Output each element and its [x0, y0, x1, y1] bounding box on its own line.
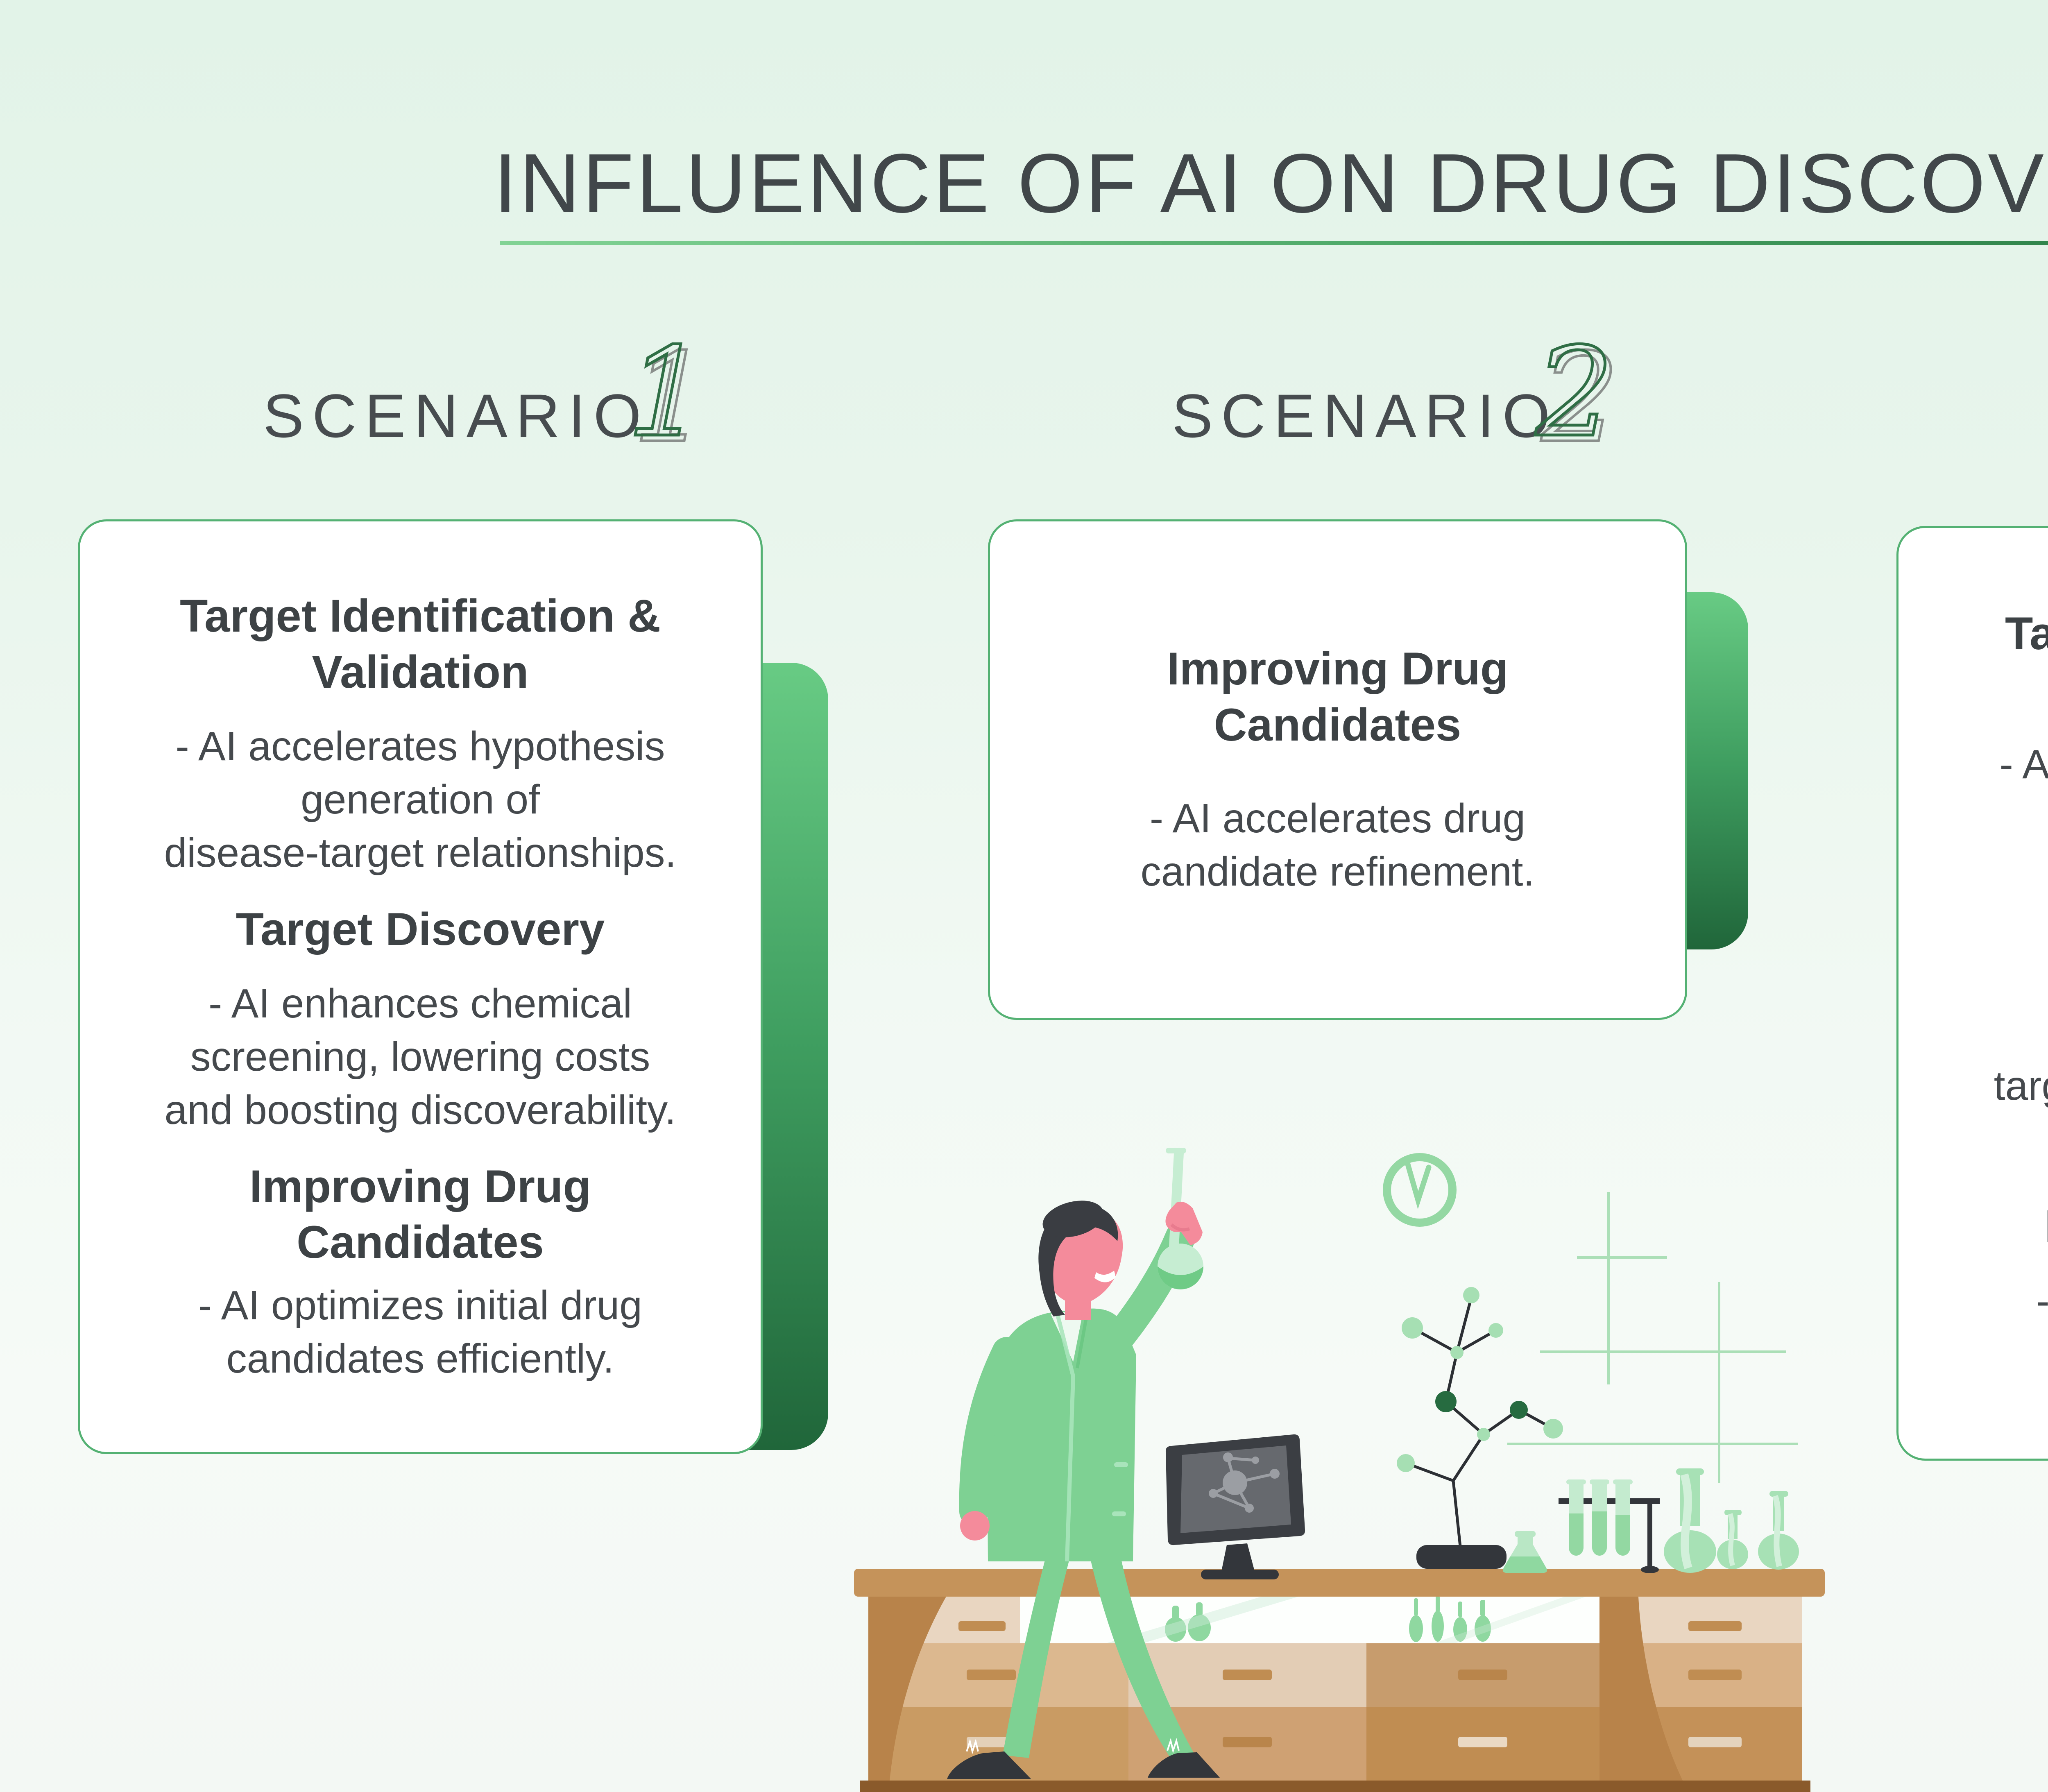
- desk-drape-right: [1599, 1597, 1683, 1781]
- molecule-model: [1397, 1287, 1563, 1569]
- card-section: Target Discovery - AI enhances chemical …: [113, 902, 728, 1137]
- scenario-1-number-shadow: 1: [632, 327, 711, 447]
- scientist: [947, 1148, 1220, 1779]
- drawer-handle: [967, 1670, 1016, 1680]
- erlenmeyer-flask-icon: [1503, 1531, 1547, 1573]
- scenario-2-label: SCENARIO: [1172, 381, 1559, 450]
- card-section: Preclinical Testing - AI predicts compou…: [1931, 1198, 2048, 1381]
- section-body: - AI optimizes initial drug candidates e…: [198, 1282, 642, 1382]
- section-body: - AI accelerates target-molecule relatio…: [1994, 1063, 2048, 1109]
- computer-monitor: [1165, 1434, 1305, 1579]
- scientist-leg: [1089, 1548, 1194, 1756]
- grid-decoration: [1507, 1192, 1798, 1483]
- section-heading: Target Identification & Validation: [2005, 608, 2048, 659]
- scenario-1-number: 1 1: [625, 320, 712, 448]
- scientist-smile: [1094, 1271, 1116, 1282]
- section-heading: Target Discovery: [236, 903, 605, 955]
- test-tube-icon: [1566, 1479, 1633, 1556]
- section-body: - AI predicts compound testing prioritie…: [1931, 1274, 2048, 1381]
- desk-base: [860, 1781, 1810, 1792]
- card-section: Target Identification & Validation - AI …: [1931, 606, 2048, 897]
- section-heading: Target Identification & Validation: [180, 590, 661, 698]
- scenario-2-number-shadow: 2: [1539, 327, 1620, 447]
- glass-reflection: [1434, 1597, 1586, 1643]
- scientist-leg: [1003, 1546, 1072, 1758]
- scenario-2-number: 2 2: [1532, 320, 1621, 448]
- scientist-arm: [959, 1337, 1022, 1526]
- title-underline: [500, 241, 2048, 245]
- scenario-3-card: Target Identification & Validation - AI …: [1896, 526, 2048, 1461]
- scenario-2-card: Improving Drug Candidates - AI accelerat…: [988, 519, 1687, 1020]
- drawer-handle: [1688, 1621, 1742, 1631]
- section-body: - AI enhances chemical screening, loweri…: [164, 981, 676, 1133]
- section-heading: Preclinical Testing: [1931, 1198, 2048, 1255]
- drawer-handle: [1458, 1670, 1507, 1680]
- scientist-hair: [1042, 1201, 1104, 1237]
- scientist-shoe: [1148, 1752, 1220, 1778]
- card-section: Target Identification & Validation - AI …: [113, 588, 728, 879]
- scenario-2-number-outline: 2: [1534, 321, 1614, 447]
- drawer-handle: [1688, 1737, 1742, 1747]
- section-heading: Improving Drug Candidates: [249, 1160, 591, 1268]
- cabinet-bottles: [1165, 1596, 1491, 1642]
- scientist-hand: [1165, 1201, 1203, 1245]
- wall-clock-icon: [1383, 1153, 1457, 1227]
- drawer-handle: [958, 1621, 1006, 1631]
- drawer-handle: [1223, 1670, 1272, 1680]
- glass-reflection: [1106, 1597, 1298, 1643]
- drawer-handle: [1223, 1737, 1272, 1747]
- scientist-hand: [960, 1511, 990, 1541]
- drawer-handle: [967, 1737, 1016, 1747]
- card-section: Improving Drug Candidates - AI accelerat…: [1023, 641, 1652, 898]
- page-title: INFLUENCE OF AI ON DRUG DISCOVERY: [494, 136, 2048, 230]
- screen-molecule-icon: [1209, 1452, 1280, 1513]
- card-section: Target Discovery - AI accelerates target…: [1931, 930, 2048, 1166]
- volumetric-flasks: [1664, 1468, 1799, 1573]
- drawer-handle: [1688, 1670, 1742, 1680]
- lab-illustration: [854, 1148, 1825, 1792]
- scenario-1-number-outline: 1: [627, 321, 705, 447]
- scenario-1-card: Target Identification & Validation - AI …: [78, 519, 763, 1454]
- drawer-handle: [1458, 1737, 1507, 1747]
- test-tube-rack: [1559, 1479, 1660, 1573]
- desk-tabletop: [854, 1569, 1825, 1597]
- desk-drape-left: [868, 1597, 946, 1781]
- scientist-lab-coat: [988, 1308, 1136, 1561]
- section-body: - AI accelerates hypothesis generation o…: [164, 723, 677, 876]
- scientist-shoe: [947, 1751, 1031, 1779]
- section-body: - AI speeds up discovery of disease-targ…: [1999, 741, 2048, 787]
- card-section: Improving Drug Candidates - AI optimizes…: [113, 1159, 728, 1385]
- scenario-1-label: SCENARIO: [263, 381, 650, 450]
- section-body: - AI accelerates drug candidate refineme…: [1140, 795, 1535, 895]
- section-heading: Improving Drug Candidates: [1167, 643, 1509, 750]
- section-heading: Target Discovery: [1931, 930, 2048, 986]
